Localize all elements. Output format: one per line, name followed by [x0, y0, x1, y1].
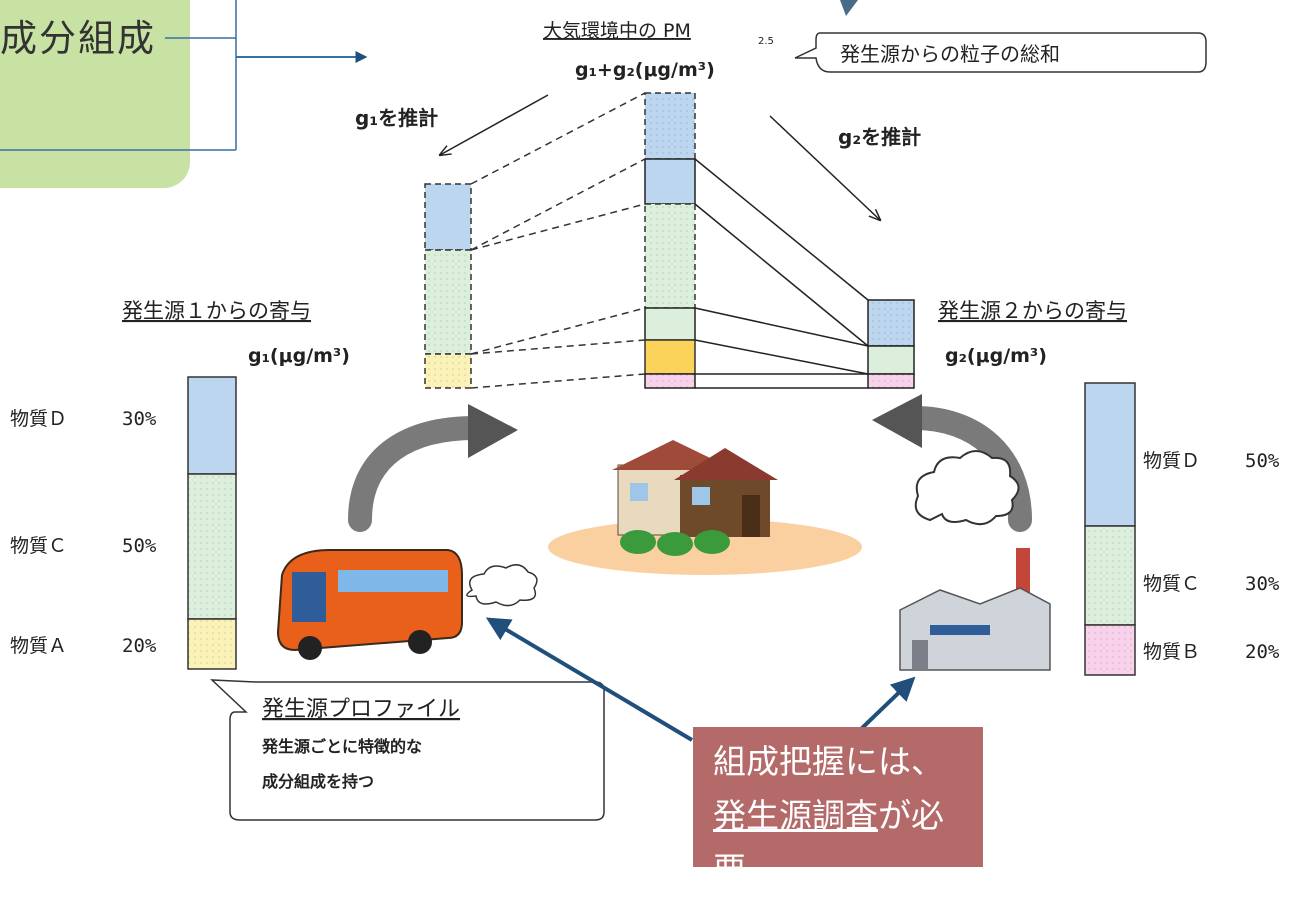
center-title: 大気環境中の PM	[543, 20, 691, 42]
source1-pct-d: 30%	[122, 408, 157, 430]
diagram-canvas: 大気環境中の PM 2.5 g₁+g₂(μg/m³) 発生源からの粒子の総和 g…	[0, 0, 1280, 821]
profile-note-title: 発生源プロファイル	[262, 697, 460, 722]
estimate-g2-arrow	[769, 115, 880, 220]
composition-callout-text: 成分組成	[0, 17, 156, 60]
center-formula: g₁+g₂(μg/m³)	[575, 59, 715, 81]
profile-note-line2: 成分組成を持つ	[262, 772, 374, 791]
source1-pct-c: 50%	[122, 535, 157, 557]
estimate-g1-label: g₁を推計	[355, 106, 438, 130]
estimate-g2-label: g₂を推計	[838, 125, 921, 149]
g2-connectors	[694, 158, 869, 389]
estimate-g1-arrow	[440, 94, 549, 155]
house-icon	[548, 440, 862, 575]
source2-pct-d: 50%	[1245, 450, 1280, 472]
source1-pct-a: 20%	[122, 635, 157, 657]
source2-profile-bar	[1084, 382, 1136, 676]
callout-arrow-bus	[485, 617, 694, 742]
profile-note-line1: 発生源ごとに特徴的な	[261, 737, 422, 756]
source1-label-a: 物質Ａ	[10, 635, 67, 657]
source2-label-d: 物質Ｄ	[1143, 450, 1200, 472]
source1-label-d: 物質Ｄ	[10, 408, 67, 430]
source1-unit: g₁(μg/m³)	[248, 345, 350, 367]
survey-callout-line2: 発生源調査が必要。	[713, 789, 983, 897]
callout-connector	[0, 0, 368, 151]
flow-arrow-left-icon	[348, 404, 518, 532]
g1-connectors	[470, 92, 646, 389]
flow-arrow-right-icon	[872, 394, 1032, 532]
source2-label-c: 物質Ｃ	[1143, 573, 1200, 595]
survey-callout-emphasis: 発生源調査	[713, 796, 878, 835]
source2-unit: g₂(μg/m³)	[945, 345, 1047, 367]
g1-bar	[424, 183, 472, 389]
g2-bar	[867, 299, 915, 389]
total-bar	[644, 92, 696, 389]
source2-pct-b: 20%	[1245, 641, 1280, 663]
survey-callout: 組成把握には、 発生源調査が必要。	[693, 727, 983, 889]
callout-arrow-factory	[858, 676, 916, 732]
composition-callout: 成分組成	[0, 0, 190, 188]
source1-profile-bar	[187, 376, 237, 670]
bus-icon	[276, 549, 538, 660]
source2-title: 発生源２からの寄与	[938, 299, 1127, 323]
source2-label-b: 物質Ｂ	[1143, 641, 1200, 663]
source1-label-c: 物質Ｃ	[10, 535, 67, 557]
source2-pct-c: 30%	[1245, 573, 1280, 595]
top-pointer-icon	[840, 0, 858, 16]
source1-title: 発生源１からの寄与	[122, 299, 311, 323]
sum-bubble-text: 発生源からの粒子の総和	[840, 42, 1060, 66]
factory-icon	[899, 450, 1051, 671]
center-title-sub: 2.5	[758, 36, 774, 47]
survey-callout-line1: 組成把握には、	[713, 742, 944, 781]
profile-note-bubble: 発生源プロファイル 発生源ごとに特徴的な 成分組成を持つ	[210, 679, 605, 821]
sum-bubble: 発生源からの粒子の総和	[794, 32, 1207, 73]
